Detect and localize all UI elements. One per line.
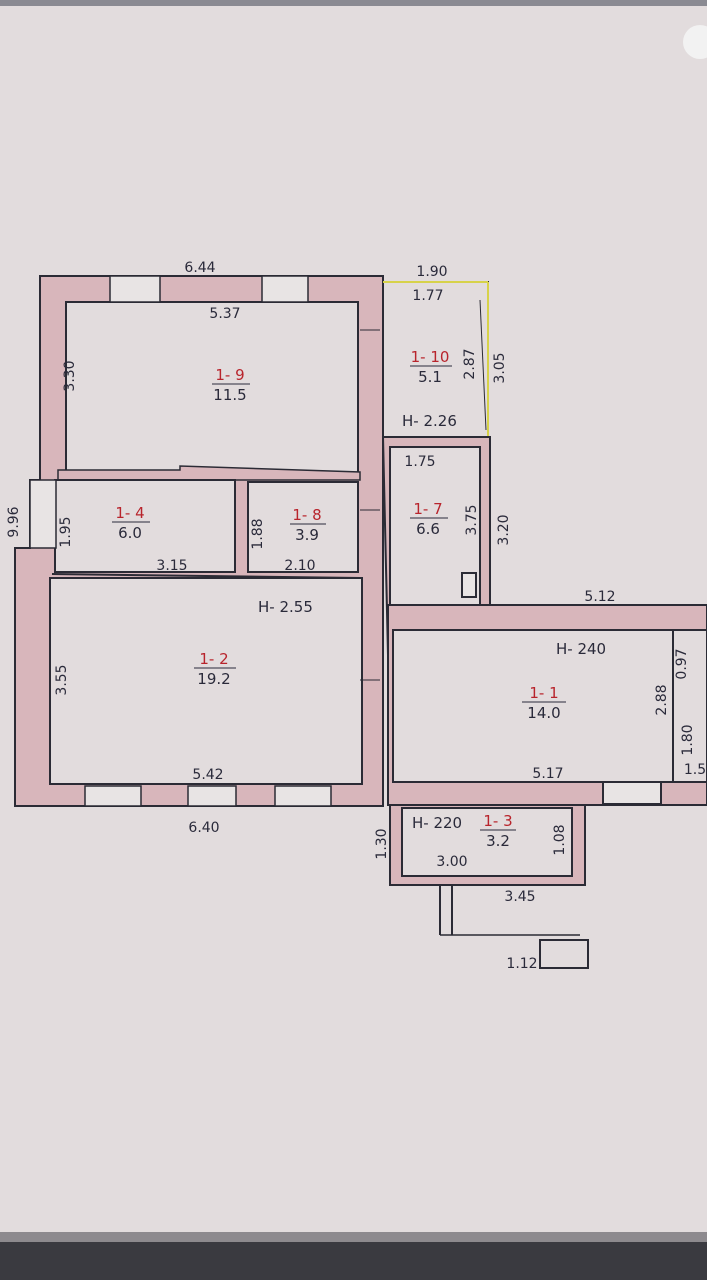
- paper-bottom-shadow: [0, 1240, 707, 1280]
- dim-extension-outer: 5.12: [584, 589, 615, 605]
- room-1-area: 14.0: [527, 704, 560, 722]
- dim-room-3-right: 1.08: [552, 824, 568, 855]
- main-block-walls: [14, 275, 384, 807]
- room-2-label: 1- 2 19.2: [194, 650, 236, 688]
- room-10-area: 5.1: [418, 368, 442, 386]
- dim-side-c: 1.5: [684, 762, 706, 778]
- room-9-number: 1- 9: [215, 366, 244, 384]
- dim-top-inner: 5.37: [209, 306, 240, 322]
- room-9-area: 11.5: [213, 386, 246, 404]
- dim-room-4-width: 3.15: [156, 558, 187, 574]
- room-7-label: 1- 7 6.6: [410, 500, 448, 538]
- dim-room-7-width: 1.75: [404, 454, 435, 470]
- room-4-area: 6.0: [118, 524, 142, 542]
- dim-room-3-left: 1.30: [374, 828, 390, 859]
- dim-room-7-height: 3.75: [464, 504, 480, 535]
- paper-bottom-shadow-fade: [0, 1232, 707, 1242]
- dim-side-b: 1.80: [680, 724, 696, 755]
- room-2-area: 19.2: [197, 670, 230, 688]
- dim-room-10-height: 2.87: [462, 348, 478, 379]
- room-8-label: 1- 8 3.9: [290, 506, 326, 544]
- room-3-label: 1- 3 3.2: [480, 812, 516, 850]
- dim-side-a: 0.97: [674, 648, 690, 679]
- room-4-label: 1- 4 6.0: [112, 504, 150, 542]
- room-1-number: 1- 1: [529, 684, 558, 702]
- room-9-label: 1- 9 11.5: [212, 366, 250, 404]
- room-1-label: 1- 1 14.0: [522, 684, 566, 722]
- dim-room-10-outer-height: 3.05: [492, 352, 508, 383]
- dim-room-4-height: 1.95: [58, 516, 74, 547]
- dim-room-9-height: 3.30: [62, 360, 78, 391]
- porch-walls: [389, 804, 589, 969]
- room-2-number: 1- 2: [199, 650, 228, 668]
- height-room-3: H- 220: [412, 814, 462, 832]
- dim-room-2-height: 3.55: [54, 664, 70, 695]
- height-main: H- 2.55: [258, 598, 313, 616]
- room-8-number: 1- 8: [292, 506, 321, 524]
- dim-room-8-width: 2.10: [284, 558, 315, 574]
- room-3-area: 3.2: [486, 832, 510, 850]
- dim-bottom-inner: 5.42: [192, 767, 223, 783]
- paper-top-edge: [0, 0, 707, 6]
- dim-room-3-width: 3.00: [436, 854, 467, 870]
- height-room-1: H- 240: [556, 640, 606, 658]
- dim-room-1-height: 2.88: [654, 684, 670, 715]
- room-10-label: 1- 10 5.1: [410, 348, 452, 386]
- dim-step: 1.12: [506, 956, 537, 972]
- dim-room-8-height: 1.88: [250, 518, 266, 549]
- height-room-10: H- 2.26: [402, 412, 457, 430]
- right-extension-walls: [387, 604, 707, 806]
- room-10-number: 1- 10: [411, 348, 450, 366]
- dim-room-1-width: 5.17: [532, 766, 563, 782]
- dim-room-10-inner: 1.77: [412, 288, 443, 304]
- dimension-lines: [360, 299, 487, 681]
- room-4-number: 1- 4: [115, 504, 144, 522]
- room-7-number: 1- 7: [413, 500, 442, 518]
- corner-button-icon: [683, 25, 707, 59]
- main-windows: [29, 275, 332, 807]
- dim-top-outer: 6.44: [184, 260, 215, 276]
- middle-column-walls: [381, 281, 496, 656]
- dim-room-3-outer: 3.45: [504, 889, 535, 905]
- room-8-area: 3.9: [295, 526, 319, 544]
- dim-left-outer: 9.96: [6, 506, 22, 537]
- dim-bottom-outer: 6.40: [188, 820, 219, 836]
- room-3-number: 1- 3: [483, 812, 512, 830]
- dim-room-10-outer: 1.90: [416, 264, 447, 280]
- dim-room-7-outer-height: 3.20: [496, 514, 512, 545]
- room-7-area: 6.6: [416, 520, 440, 538]
